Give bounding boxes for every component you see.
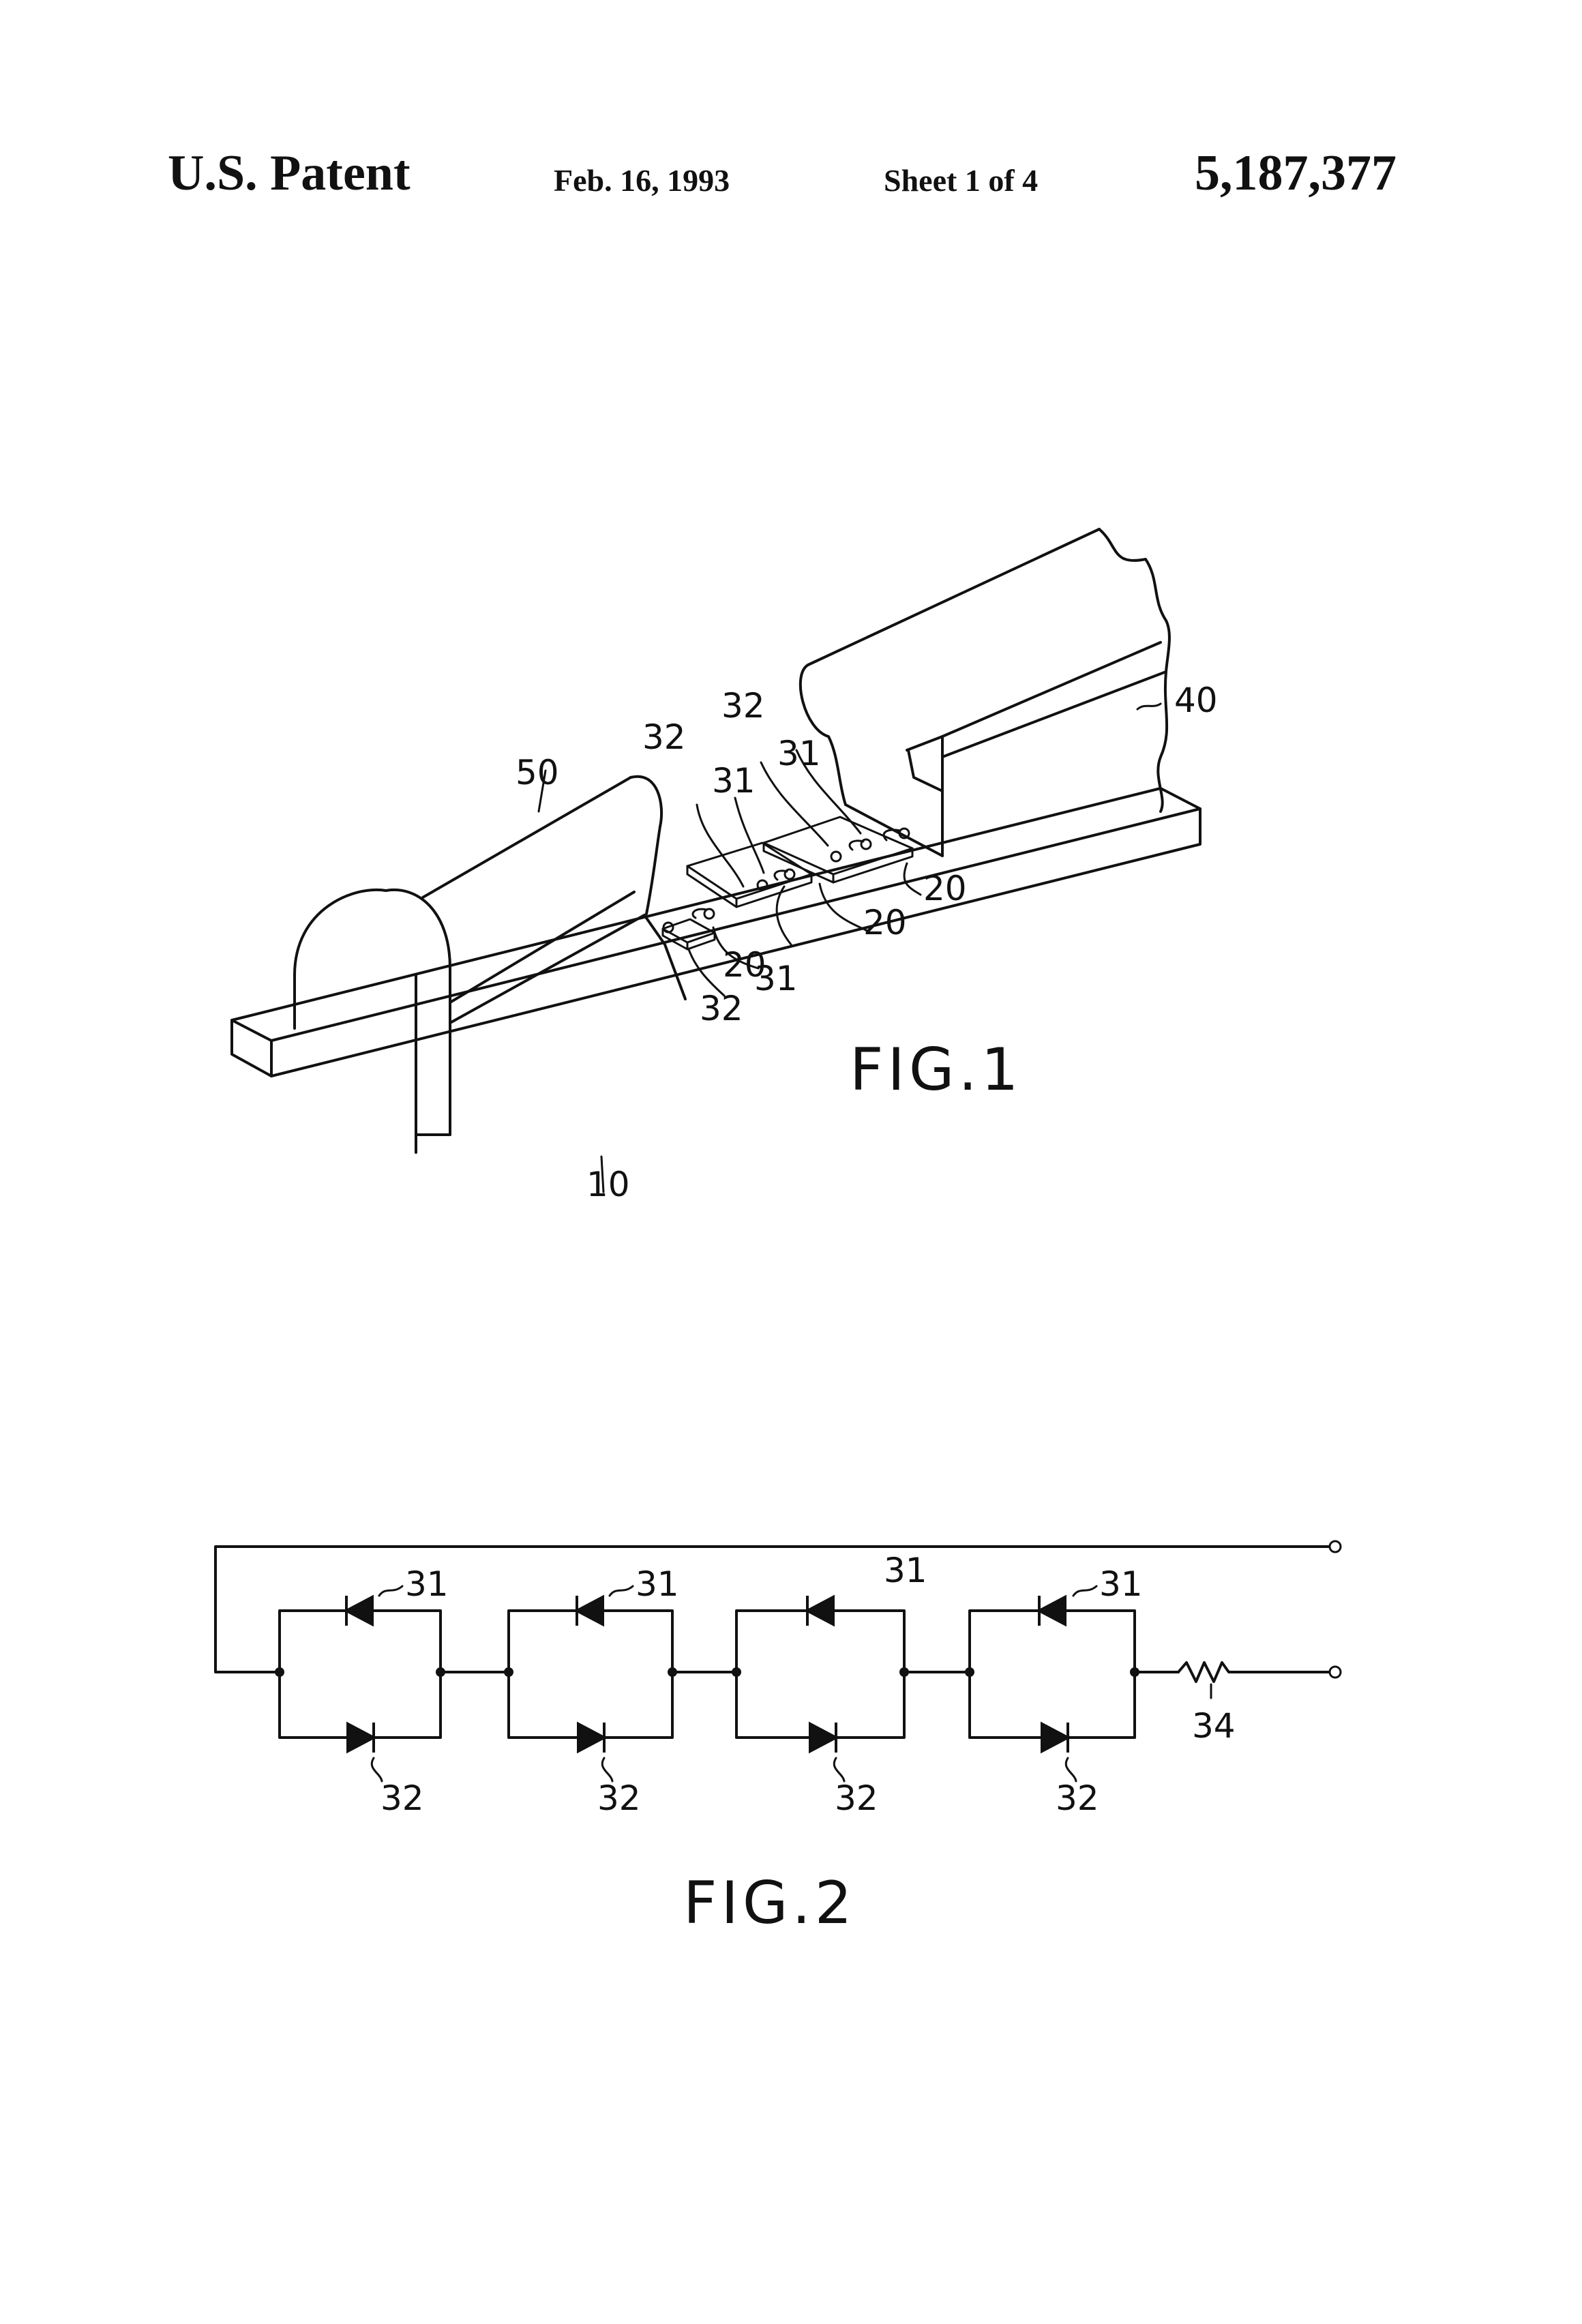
fig1-caption: FIG.1: [850, 1036, 1023, 1104]
label-diode32-4: 32: [1056, 1778, 1099, 1818]
label-diode-32-b: 32: [642, 717, 686, 757]
label-diode-32-a: 32: [700, 989, 743, 1028]
label-resistor: 34: [1192, 1706, 1236, 1746]
label-left-lens: 50: [516, 753, 559, 792]
label-chip-b: 20: [863, 903, 907, 942]
label-chip-c: 20: [923, 869, 967, 908]
right-lens: [801, 529, 1169, 856]
led-chip-middle: [687, 843, 811, 907]
label-diode-32-c: 32: [721, 686, 765, 726]
label-diode31-3: 31: [884, 1551, 927, 1590]
circuit-wires: [215, 1547, 1330, 1738]
substrate-board: [232, 788, 1200, 1076]
label-diode31-2: 31: [636, 1564, 679, 1604]
label-right-lens: 40: [1174, 681, 1218, 720]
diode-32-set: [348, 1723, 1068, 1753]
circuit-terminals: [1330, 1541, 1341, 1678]
label-diode32-3: 32: [835, 1778, 878, 1818]
label-diode-31-a: 31: [754, 959, 798, 998]
label-diode-31-b: 31: [712, 761, 756, 801]
fig2-leader-lines: [372, 1586, 1211, 1781]
left-lens: [295, 777, 685, 1152]
fig2-caption: FIG.2: [683, 1869, 856, 1937]
diode-31-set: [346, 1596, 1065, 1626]
label-diode32-1: 32: [380, 1778, 424, 1818]
label-diode-31-c: 31: [777, 734, 821, 773]
label-substrate: 10: [586, 1165, 630, 1204]
fig2-circuit: 31 31 31 31 32 32 32 32 34 FIG.2: [215, 1541, 1341, 1937]
label-diode32-2: 32: [597, 1778, 641, 1818]
label-diode31-1: 31: [405, 1564, 449, 1604]
fig1-drawing: 10 20 20 20 31 31 31 32 32 32 40 50 FIG.…: [232, 529, 1218, 1204]
label-diode31-4: 31: [1099, 1564, 1143, 1604]
